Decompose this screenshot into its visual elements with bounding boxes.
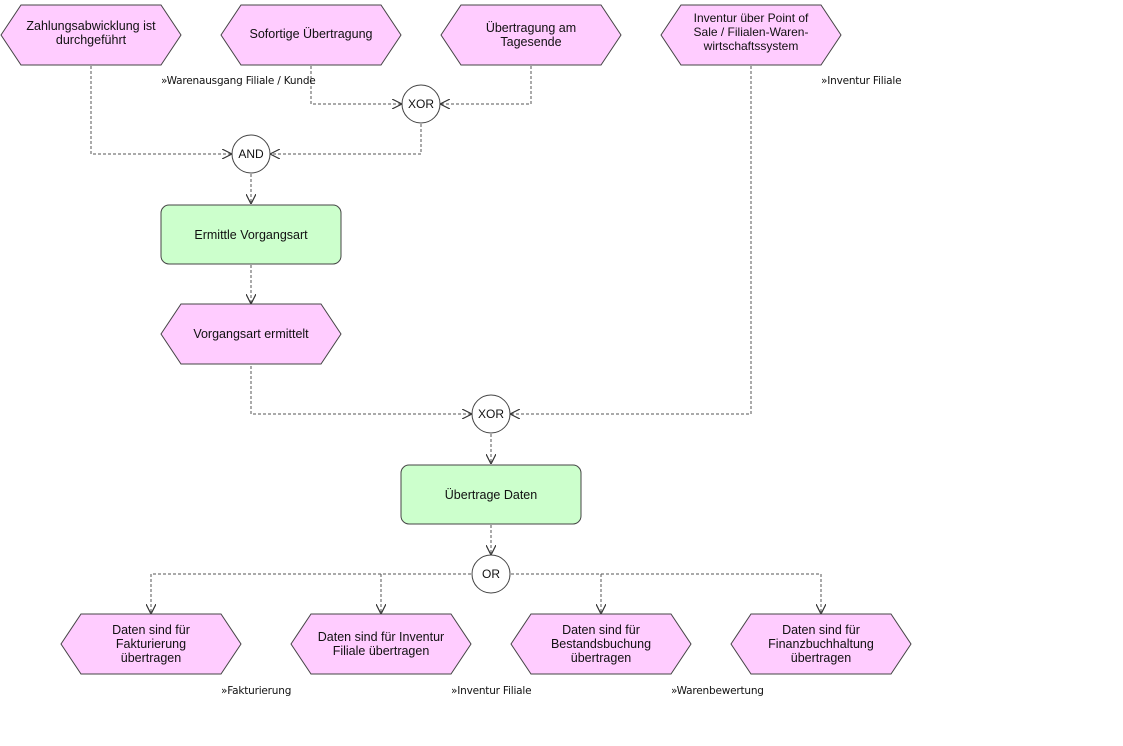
connector-or-to-fakturierung	[151, 573, 471, 613]
function-ermittle[interactable]	[160, 204, 342, 265]
ref-warenausgang[interactable]: »Warenausgang Filiale / Kunde	[161, 75, 316, 87]
functions	[160, 204, 582, 525]
event-sofort[interactable]	[220, 4, 402, 66]
event-fakturierung[interactable]	[60, 613, 242, 675]
operator-xor-mid[interactable]	[471, 394, 511, 434]
event-inventur-pos[interactable]	[660, 4, 842, 66]
operators	[231, 84, 511, 594]
connectors	[90, 66, 821, 613]
operator-or[interactable]	[471, 554, 511, 594]
connector-tagesende-to-xor	[441, 66, 532, 104]
event-vorgangsart[interactable]	[160, 303, 342, 365]
event-zahlung[interactable]	[0, 4, 182, 66]
event-tagesende[interactable]	[440, 4, 622, 66]
events	[0, 4, 912, 675]
ref-fakturierung[interactable]: »Fakturierung	[221, 685, 292, 697]
ref-inventur-top[interactable]: »Inventur Filiale	[821, 75, 902, 87]
connector-vorgangsart-to-xor	[250, 366, 471, 414]
event-bestand[interactable]	[510, 613, 692, 675]
function-uebertrage[interactable]	[400, 464, 582, 525]
event-inventur-filiale[interactable]	[290, 613, 472, 675]
operator-and[interactable]	[231, 134, 271, 174]
connector-or-to-bestand	[511, 573, 601, 613]
ref-warenbewertung[interactable]: »Warenbewertung	[671, 685, 764, 697]
operator-xor-top[interactable]	[401, 84, 441, 124]
connector-zahlung-to-and	[90, 66, 231, 154]
connector-inventur-to-xor	[511, 66, 752, 414]
connector-or-to-finanz	[601, 573, 821, 613]
event-finanz[interactable]	[730, 613, 912, 675]
connector-sofort-to-xor	[310, 66, 401, 104]
connector-xor-to-and	[271, 124, 422, 154]
ref-inventur-bottom[interactable]: »Inventur Filiale	[451, 685, 532, 697]
